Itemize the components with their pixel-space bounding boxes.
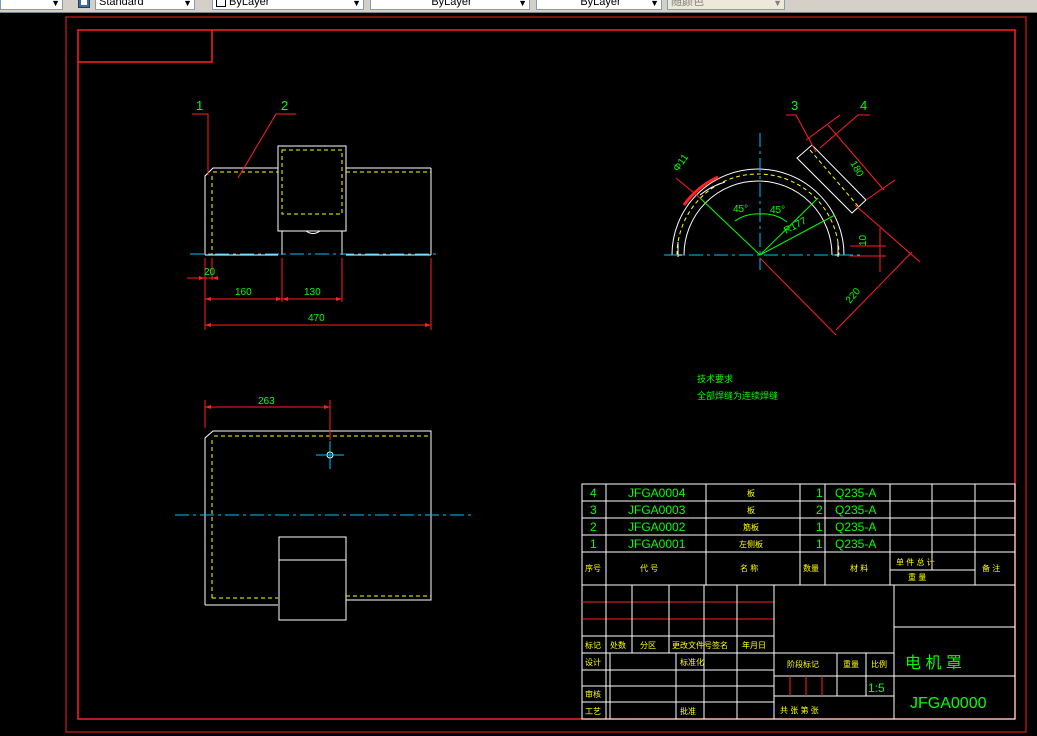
chevron-down-icon: ▼ <box>183 0 192 8</box>
chevron-down-icon: ▼ <box>352 0 361 8</box>
properties-toolbar: ▼ Standard ▼ ByLayer ▼ ByLayer ▼ ByLayer ▼ 随… <box>0 0 1037 13</box>
dim-45-right: 45° <box>770 205 785 216</box>
svg-text:板: 板 <box>747 505 755 515</box>
dim-220: 220 <box>844 286 863 306</box>
plot-style-value: 随颜色 <box>671 0 704 8</box>
tb-standard: 标准化 <box>680 657 704 667</box>
svg-text:重 量: 重 量 <box>908 572 926 582</box>
dim-180: 180 <box>847 159 865 179</box>
dim-10: 10 <box>858 234 869 246</box>
svg-text:1: 1 <box>590 537 597 551</box>
front-view-dimensions: 20 160 130 470 1 2 <box>187 98 432 330</box>
top-view: 263 <box>175 396 475 621</box>
callout-4: 4 <box>860 98 867 113</box>
sheet-border <box>65 16 1027 733</box>
chevron-down-icon: ▼ <box>51 0 60 8</box>
svg-text:左侧板: 左侧板 <box>739 539 763 549</box>
svg-text:单 件 总 计: 单 件 总 计 <box>896 557 935 567</box>
svg-text:JFGA0004: JFGA0004 <box>628 486 686 500</box>
svg-text:1: 1 <box>816 537 823 551</box>
dim-160: 160 <box>235 287 252 298</box>
parts-header: 序号 代 号 名 称 数量 材 料 单 件 总 计 重 量 备 注 <box>585 557 1000 582</box>
lineweight-value: ByLayer <box>580 0 621 8</box>
svg-text:备 注: 备 注 <box>982 563 1000 573</box>
tb-stage-mark: 阶段标记 <box>787 659 819 669</box>
parts-row-3: 3 JFGA0003 板 2 Q235-A <box>590 503 876 517</box>
dim-263: 263 <box>258 396 275 407</box>
svg-text:4: 4 <box>590 486 597 500</box>
parts-list: 4 JFGA0004 板 1 Q235-A 3 JFGA0003 板 2 Q23… <box>581 483 1016 586</box>
callout-3: 3 <box>791 98 798 113</box>
tb-title: 电 机 罩 <box>905 654 962 672</box>
dim-130: 130 <box>304 287 321 298</box>
svg-text:1: 1 <box>816 520 823 534</box>
svg-text:2: 2 <box>816 503 823 517</box>
svg-text:Q235-A: Q235-A <box>835 486 876 500</box>
svg-text:材 料: 材 料 <box>850 563 868 573</box>
text-style-icon <box>78 0 90 8</box>
tb-zone: 分区 <box>640 641 656 650</box>
text-style-dropdown[interactable]: Standard ▼ <box>95 0 195 10</box>
callout-2: 2 <box>281 98 288 113</box>
parts-row-1: 1 JFGA0001 左侧板 1 Q235-A <box>590 537 876 551</box>
dim-20: 20 <box>204 267 216 278</box>
tb-approve: 批准 <box>680 706 696 716</box>
svg-text:JFGA0002: JFGA0002 <box>628 520 686 534</box>
svg-text:代 号: 代 号 <box>640 563 658 573</box>
linetype-dropdown[interactable]: ByLayer ▼ <box>370 0 530 10</box>
tb-ratio: 比例 <box>871 659 887 669</box>
reverse-title-box <box>78 30 213 63</box>
dim-r177: R177 <box>782 216 809 237</box>
svg-text:Q235-A: Q235-A <box>835 537 876 551</box>
tb-count: 处数 <box>610 640 626 650</box>
svg-text:JFGA0003: JFGA0003 <box>628 503 686 517</box>
tech-requirements-title: 技术要求 <box>697 373 733 384</box>
color-swatch-icon <box>216 0 226 8</box>
side-view: 45° 45° R177 Φ11 180 10 220 3 4 <box>664 98 921 336</box>
tb-review: 审核 <box>585 689 601 699</box>
tb-date: 年月日 <box>742 640 766 650</box>
chevron-down-icon: ▼ <box>650 0 659 8</box>
svg-text:Q235-A: Q235-A <box>835 503 876 517</box>
svg-text:2: 2 <box>590 520 597 534</box>
linetype-value: ByLayer <box>431 0 472 8</box>
tb-change-doc: 更改文件号 <box>672 640 712 650</box>
svg-text:序号: 序号 <box>585 563 601 573</box>
tb-scale: 1:5 <box>868 681 885 695</box>
parts-row-2: 2 JFGA0002 筋板 1 Q235-A <box>590 520 876 534</box>
lineweight-dropdown[interactable]: ByLayer ▼ <box>536 0 662 10</box>
svg-text:Q235-A: Q235-A <box>835 520 876 534</box>
tb-sheets: 共 张 第 张 <box>780 705 819 715</box>
svg-text:3: 3 <box>590 503 597 517</box>
layer-dropdown[interactable]: ByLayer ▼ <box>212 0 364 10</box>
title-block: 标记 处数 分区 更改文件号 签名 年月日 设计 标准化 审核 工艺 批准 阶段… <box>581 584 1016 720</box>
svg-text:板: 板 <box>747 488 755 498</box>
tech-requirements-note: 全部焊缝为连续焊缝 <box>697 390 778 401</box>
svg-text:名 称: 名 称 <box>740 563 758 573</box>
chevron-down-icon: ▼ <box>518 0 527 8</box>
svg-text:数量: 数量 <box>803 563 819 573</box>
tb-design: 设计 <box>585 657 601 667</box>
dim-45-left: 45° <box>733 204 748 215</box>
svg-text:1: 1 <box>816 486 823 500</box>
layer-value: ByLayer <box>229 0 270 8</box>
front-view <box>190 145 440 256</box>
chevron-down-icon: ▼ <box>773 0 782 8</box>
tb-mark: 标记 <box>585 640 601 650</box>
tb-drawing-no: JFGA0000 <box>910 695 987 712</box>
text-style-value: Standard <box>99 0 144 8</box>
tb-weight: 重量 <box>843 659 859 669</box>
plot-style-dropdown[interactable]: 随颜色 ▼ <box>667 0 785 10</box>
tb-signature: 签名 <box>712 640 728 650</box>
dim-470: 470 <box>308 313 325 324</box>
drawing-frame <box>77 29 1016 720</box>
callout-1: 1 <box>196 98 203 113</box>
svg-text:筋板: 筋板 <box>743 522 759 532</box>
svg-text:JFGA0001: JFGA0001 <box>628 537 686 551</box>
toolbar-left-dropdown[interactable]: ▼ <box>0 0 63 10</box>
tb-process: 工艺 <box>585 707 601 716</box>
dim-phi11: Φ11 <box>671 152 691 174</box>
drawing-canvas[interactable]: 20 160 130 470 1 2 263 <box>0 13 1037 736</box>
parts-row-4: 4 JFGA0004 板 1 Q235-A <box>590 486 876 500</box>
